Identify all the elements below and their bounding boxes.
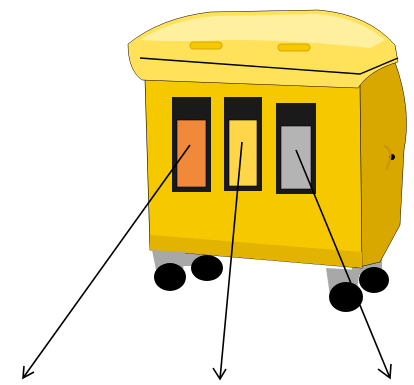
wheel-front-left: [152, 250, 186, 291]
slot-left-fill: [177, 120, 206, 187]
slot-right-fill: [281, 126, 311, 189]
container-side: [355, 62, 407, 268]
lid-handle-left: [190, 42, 222, 49]
wheel-tire: [359, 267, 389, 293]
wheel-tire: [329, 282, 363, 312]
lid-handle-right: [278, 44, 310, 51]
insertion-slots: [172, 97, 316, 194]
slot-middle-fill: [229, 120, 257, 186]
wheel-tire: [154, 263, 186, 291]
wheel-tire: [191, 255, 223, 281]
wheel-front-right: [326, 268, 363, 312]
